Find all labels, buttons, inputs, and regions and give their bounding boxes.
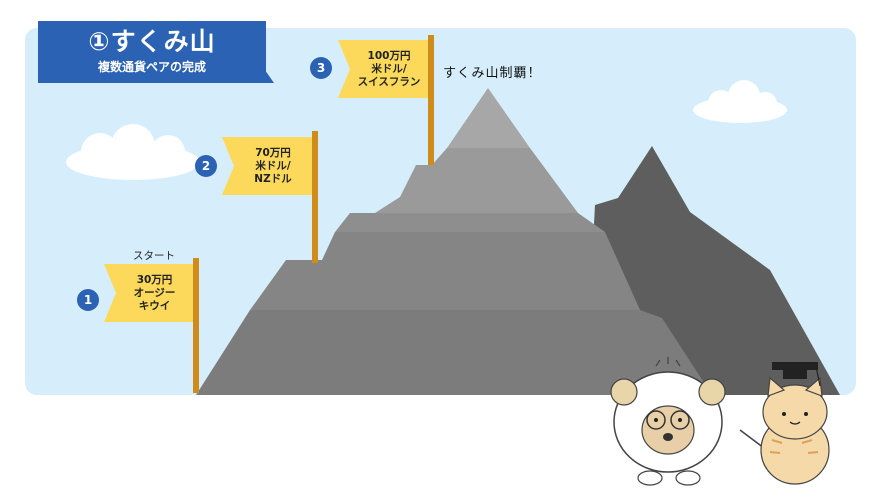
step-badge-1: 1 bbox=[77, 289, 99, 311]
summit-label: すくみ山制覇！ bbox=[443, 66, 542, 81]
sheep-character bbox=[610, 357, 726, 486]
flag-1 bbox=[104, 264, 193, 322]
flag-1-pair-line1: オージー bbox=[133, 287, 176, 299]
flag-pole-1 bbox=[193, 258, 199, 393]
flag-2-amount: 70万円 bbox=[255, 147, 291, 159]
flag-2 bbox=[222, 137, 312, 195]
cat-character bbox=[739, 362, 830, 485]
flag-pole-3 bbox=[428, 35, 434, 165]
flag-pole-2 bbox=[312, 131, 318, 263]
step-badge-3: 3 bbox=[310, 57, 332, 79]
flag-text-2: 70万円 米ドル/ NZドル bbox=[234, 147, 312, 186]
flag-2-pair-line1: 米ドル/ bbox=[255, 160, 291, 172]
mountain-front bbox=[196, 88, 712, 395]
flag-text-3: 100万円 米ドル/ スイスフラン bbox=[350, 50, 428, 89]
flag-3 bbox=[338, 40, 428, 98]
cloud-left bbox=[66, 124, 200, 180]
flag-1-amount: 30万円 bbox=[136, 274, 173, 286]
page-title: ①すくみ山 bbox=[88, 27, 216, 56]
flag-3-pair-line2: スイスフラン bbox=[357, 76, 421, 88]
cloud-right bbox=[693, 80, 787, 123]
flag-text-1: 30万円 オージー キウイ bbox=[116, 274, 193, 313]
step-badge-2: 2 bbox=[195, 155, 217, 177]
start-label: スタート bbox=[133, 250, 175, 262]
flag-1-pair-line2: キウイ bbox=[138, 300, 171, 312]
flag-3-amount: 100万円 bbox=[367, 50, 411, 62]
title-box: ①すくみ山 複数通貨ペアの完成 bbox=[38, 21, 266, 83]
flag-3-pair-line1: 米ドル/ bbox=[371, 63, 407, 75]
flag-2-pair-line2: NZドル bbox=[254, 173, 292, 185]
page-subtitle: 複数通貨ペアの完成 bbox=[97, 60, 206, 74]
